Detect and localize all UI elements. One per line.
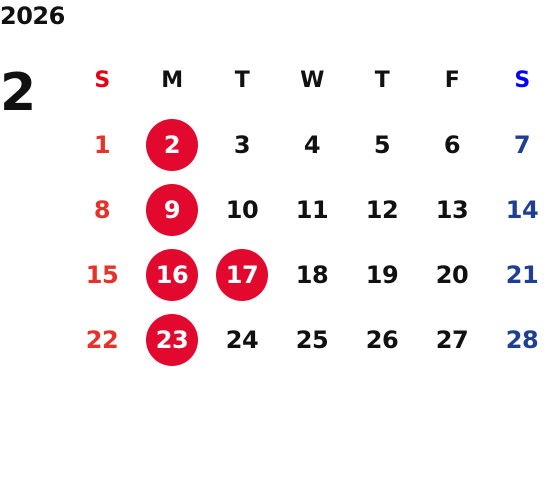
calendar-grid: S M T W T F S 1 2 3 4 5 6 7 8 9 10 11 12… (67, 48, 548, 372)
highlighted-day-number: 16 (146, 248, 198, 301)
day-number: 5 (373, 130, 391, 159)
day-cell: 6 (417, 112, 487, 177)
day-cell: 23 (137, 307, 207, 372)
day-cell: 1 (67, 112, 137, 177)
day-cell: 26 (347, 307, 417, 372)
day-number: 8 (93, 195, 111, 224)
weekday-saturday: S (514, 67, 530, 93)
day-cell: 10 (207, 177, 277, 242)
weekday-wednesday: W (300, 67, 324, 93)
weekday-sunday: S (94, 67, 110, 93)
weekday-thursday: T (374, 67, 390, 93)
day-number: 15 (85, 260, 119, 289)
day-number: 26 (365, 325, 399, 354)
highlighted-day-number: 2 (146, 118, 198, 171)
day-cell: 7 (487, 112, 548, 177)
day-number: 28 (505, 325, 539, 354)
day-number: 21 (505, 260, 539, 289)
weekday-friday: F (444, 67, 460, 93)
day-number: 13 (435, 195, 469, 224)
day-number: 3 (233, 130, 251, 159)
highlighted-day-number: 23 (146, 313, 198, 366)
day-cell: 20 (417, 242, 487, 307)
day-cell: 13 (417, 177, 487, 242)
day-cell: 19 (347, 242, 417, 307)
day-number: 27 (435, 325, 469, 354)
day-number: 25 (295, 325, 329, 354)
day-number: 24 (225, 325, 259, 354)
day-number: 19 (365, 260, 399, 289)
day-cell: 8 (67, 177, 137, 242)
weekday-tuesday: T (234, 67, 250, 93)
day-number: 10 (225, 195, 259, 224)
week-row: 1 2 3 4 5 6 7 (67, 112, 548, 177)
day-number: 12 (365, 195, 399, 224)
day-number: 22 (85, 325, 119, 354)
highlighted-day-number: 9 (146, 183, 198, 236)
weekday-monday: M (161, 67, 183, 93)
week-row: 22 23 24 25 26 27 28 (67, 307, 548, 372)
day-number: 1 (93, 130, 111, 159)
week-row: 8 9 10 11 12 13 14 (67, 177, 548, 242)
day-cell: 18 (277, 242, 347, 307)
day-cell: 16 (137, 242, 207, 307)
day-cell: 4 (277, 112, 347, 177)
day-number: 6 (443, 130, 461, 159)
day-cell: 12 (347, 177, 417, 242)
day-cell: 5 (347, 112, 417, 177)
weekday-header-row: S M T W T F S (67, 48, 548, 112)
day-cell: 2 (137, 112, 207, 177)
year-label: 2026 (0, 2, 65, 30)
day-cell: 25 (277, 307, 347, 372)
week-row: 15 16 17 18 19 20 21 (67, 242, 548, 307)
day-cell: 27 (417, 307, 487, 372)
day-number: 11 (295, 195, 329, 224)
day-cell: 14 (487, 177, 548, 242)
day-cell: 15 (67, 242, 137, 307)
day-cell: 28 (487, 307, 548, 372)
day-cell: 22 (67, 307, 137, 372)
day-cell: 24 (207, 307, 277, 372)
day-cell: 17 (207, 242, 277, 307)
month-label: 2 (0, 63, 37, 123)
day-cell: 11 (277, 177, 347, 242)
day-cell: 9 (137, 177, 207, 242)
day-cell: 21 (487, 242, 548, 307)
highlighted-day-number: 17 (216, 248, 268, 301)
day-number: 7 (513, 130, 531, 159)
day-number: 18 (295, 260, 329, 289)
day-cell: 3 (207, 112, 277, 177)
day-number: 20 (435, 260, 469, 289)
day-number: 4 (303, 130, 321, 159)
day-number: 14 (505, 195, 539, 224)
